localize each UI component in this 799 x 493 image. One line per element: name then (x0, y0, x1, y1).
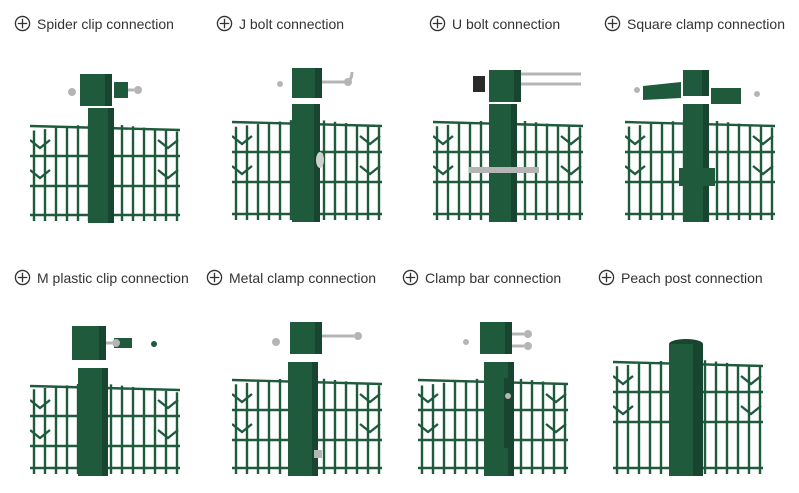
j-hook (343, 71, 354, 84)
caption-j-bolt: J bolt connection (216, 15, 344, 32)
circle-plus-icon (14, 269, 31, 286)
caption-label: Metal clamp connection (229, 269, 377, 286)
caption-label: Clamp bar connection (425, 269, 562, 286)
u-bolt-bar (469, 167, 539, 173)
nut (277, 81, 283, 87)
post-shadow (312, 362, 318, 476)
caption-spider-clip: Spider clip connection (14, 15, 174, 32)
nut (68, 88, 76, 96)
washer (524, 342, 532, 350)
clamp-bar-illustration (418, 322, 568, 476)
cap-shadow (702, 70, 709, 96)
caption-label: J bolt connection (239, 15, 345, 32)
square-clamp-left (643, 82, 681, 100)
square-clamp-right (711, 88, 741, 104)
post-shadow (511, 104, 517, 222)
metal-clamp-illustration (232, 322, 382, 476)
caption-clamp-bar: Clamp bar connection (402, 269, 561, 286)
post-shadow (108, 108, 114, 223)
nut (463, 339, 469, 345)
caption-peach-post: Peach post connection (598, 269, 763, 286)
caption-label: Square clamp connection (627, 15, 785, 32)
j-bolt-illustration (232, 68, 382, 222)
caption-m-plastic-clip: M plastic clip connection (14, 269, 189, 286)
caption-label: Spider clip connection (37, 15, 174, 32)
cap-shadow (99, 326, 106, 360)
post-shadow (703, 104, 709, 222)
cap-shadow (315, 68, 322, 98)
washer (354, 332, 362, 340)
nut (272, 338, 280, 346)
washer (524, 330, 532, 338)
nut (634, 87, 640, 93)
spider-clip-illustration (30, 74, 180, 223)
cap-shadow (105, 74, 112, 106)
circle-plus-icon (598, 269, 615, 286)
nut (754, 91, 760, 97)
square-clamp-illustration (625, 70, 775, 222)
circle-plus-icon (402, 269, 419, 286)
caption-square-clamp: Square clamp connection (604, 15, 785, 32)
plastic-cap (151, 341, 157, 347)
clamp-bolt-head (314, 450, 322, 458)
caption-u-bolt: U bolt connection (429, 15, 560, 32)
post-shadow (102, 368, 108, 476)
peach-post-shadow (693, 344, 703, 476)
washer (134, 86, 142, 94)
circle-plus-icon (206, 269, 223, 286)
circle-plus-icon (429, 15, 446, 32)
circle-plus-icon (14, 15, 31, 32)
circle-plus-icon (604, 15, 621, 32)
clamp-bar (504, 378, 512, 448)
u-bolt-illustration (433, 70, 583, 222)
clamp-plate (473, 76, 485, 92)
cap-shadow (315, 322, 322, 354)
peach-post-illustration (613, 339, 763, 476)
square-clamp-on-post (679, 168, 715, 186)
circle-plus-icon (216, 15, 233, 32)
caption-label: U bolt connection (452, 15, 561, 32)
m-plastic-clip (114, 338, 132, 348)
j-hook-on-post (316, 152, 324, 168)
cap-shadow (514, 70, 521, 102)
spider-clip (114, 82, 128, 98)
caption-label: M plastic clip connection (37, 269, 189, 286)
cap-shadow (505, 322, 512, 354)
washer (112, 339, 120, 347)
caption-label: Peach post connection (621, 269, 763, 286)
m-plastic-clip-illustration (30, 326, 180, 476)
bar-bolt-head (505, 393, 511, 399)
caption-metal-clamp: Metal clamp connection (206, 269, 376, 286)
